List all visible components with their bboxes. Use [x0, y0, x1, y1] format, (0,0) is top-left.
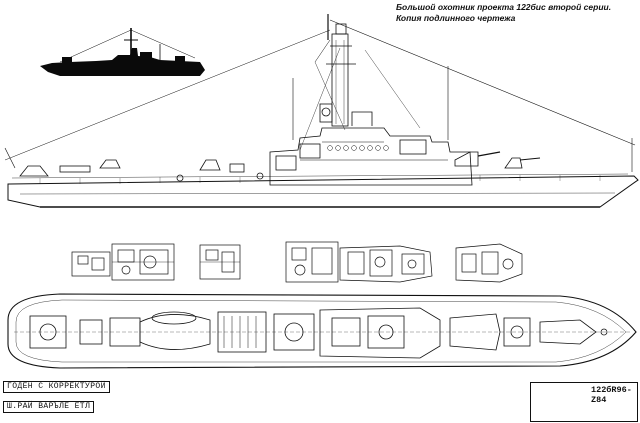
caption-line-2: Копия подлинного чертежа: [396, 13, 516, 23]
deck-section-plans: [71, 241, 523, 283]
plan-section-4: [455, 243, 523, 283]
approval-stamp: ГОДЕН С КОРРЕКТУРОЙ: [3, 381, 110, 393]
plan-section-1: [71, 243, 175, 281]
drawing-caption: Большой охотник проекта 122бис второй се…: [396, 2, 636, 24]
side-elevation: [4, 14, 639, 208]
plan-section-3: [285, 241, 433, 283]
top-deck-plan: [7, 293, 637, 369]
plan-section-2: [199, 244, 241, 280]
ship-silhouette: [40, 28, 205, 76]
title-block: 122бR96-Z84: [530, 382, 638, 422]
second-stamp: Ш.РАЙ ВАРЪЛЕ ЕТЛ: [3, 401, 95, 413]
drawing-code: 122бR96-Z84: [591, 385, 632, 405]
caption-line-1: Большой охотник проекта 122бис второй се…: [396, 2, 612, 12]
